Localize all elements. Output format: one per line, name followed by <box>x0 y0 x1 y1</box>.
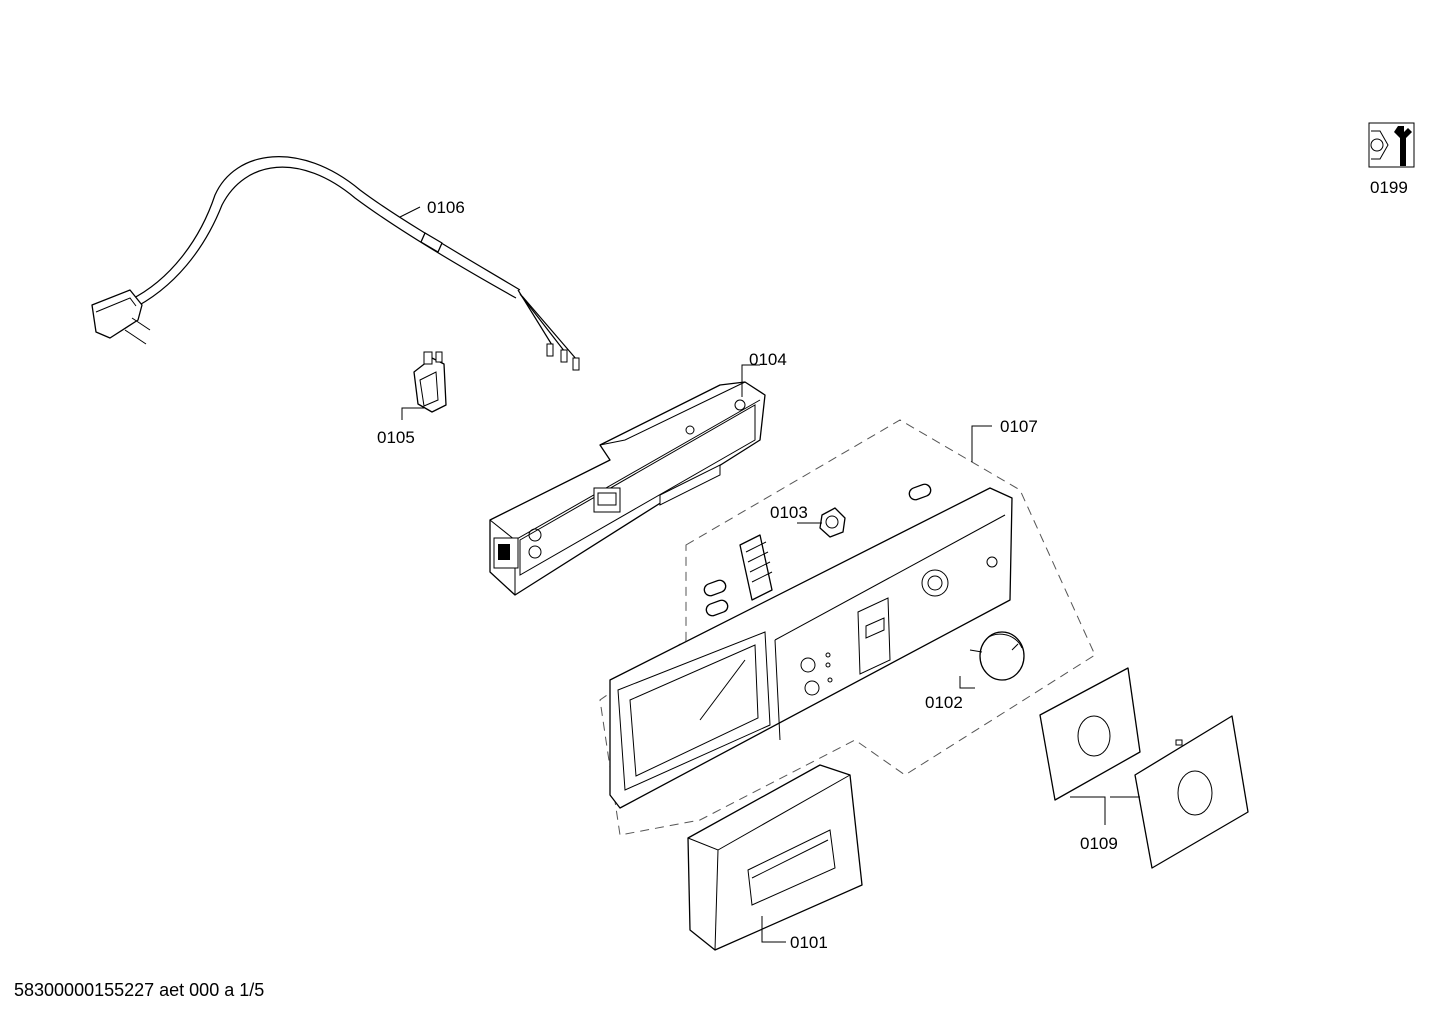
part-label-0105: 0105 <box>377 428 415 447</box>
tool-icon <box>1368 122 1415 168</box>
part-label-0107: 0107 <box>1000 417 1038 436</box>
dispenser-drawer-front <box>687 764 863 951</box>
document-id-footer: 58300000155227 aet 000 a 1/5 <box>14 980 265 1000</box>
small-clip <box>401 351 447 420</box>
electronic-module <box>489 364 766 596</box>
main-knob <box>959 631 1025 689</box>
part-label-0109: 0109 <box>1080 834 1118 853</box>
decor-panels <box>1039 667 1249 869</box>
part-label-0102: 0102 <box>925 693 963 712</box>
small-knob <box>797 507 846 538</box>
part-label-0106: 0106 <box>427 198 465 217</box>
part-label-0101: 0101 <box>790 933 828 952</box>
control-panel-fascia <box>609 487 1013 809</box>
part-label-0199: 0199 <box>1370 178 1408 197</box>
part-label-0104: 0104 <box>749 350 787 369</box>
power-cable <box>91 156 580 371</box>
light-guides <box>703 483 932 617</box>
part-label-0103: 0103 <box>770 503 808 522</box>
